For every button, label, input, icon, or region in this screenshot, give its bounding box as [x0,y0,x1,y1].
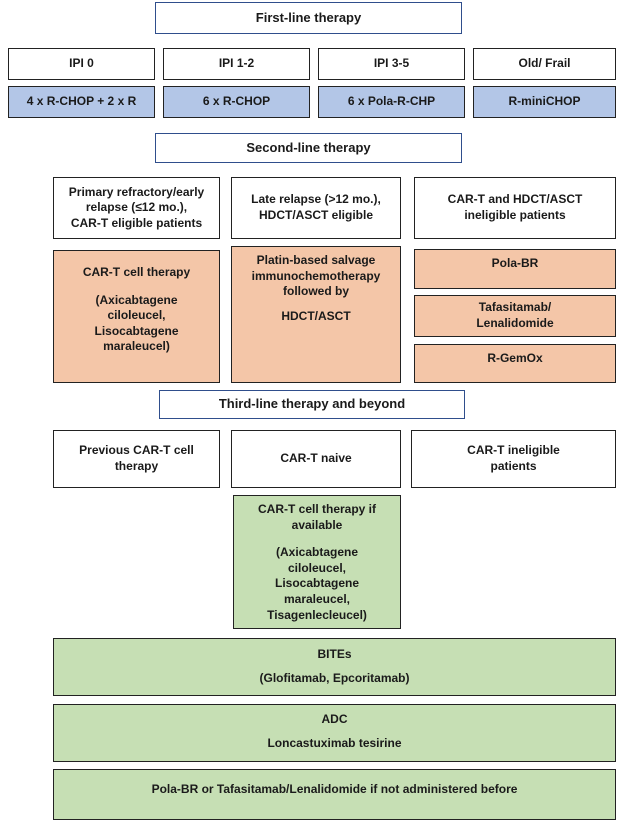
option-pola-br-label: Pola-BR [491,256,539,270]
bites-box: BITEs (Glofitamab, Epcoritamab) [53,638,616,696]
second-line-cart-drug-4: maraleucel) [103,339,170,354]
salvage-line-2: immunochemotherapy [251,268,381,283]
group-ipi-1-2: IPI 1-2 [163,48,310,80]
group-late-relapse: Late relapse (>12 mo.), HDCT/ASCT eligib… [231,177,401,239]
adc-box: ADC Loncastuximab tesirine [53,704,616,762]
second-line-header-label: Second-line therapy [246,139,371,155]
group-ipi-3-5: IPI 3-5 [318,48,465,80]
group-ineligible: CAR-T and HDCT/ASCT ineligible patients [414,177,616,239]
group-early-relapse-line-2: relapse (≤12 mo.), [85,200,188,215]
group-cart-ineligible: CAR-T ineligible patients [411,430,616,488]
third-line-cart-drug-5: Tisagenlecleucel) [267,607,367,622]
group-previous-cart-line-2: therapy [114,459,159,473]
final-option-box: Pola-BR or Tafasitamab/Lenalidomide if n… [53,769,616,820]
option-tafasitamab: Tafasitamab/ Lenalidomide [414,295,616,337]
bites-drugs: (Glofitamab, Epcoritamab) [259,670,410,685]
option-pola-br: Pola-BR [414,249,616,289]
second-line-cart-drug-2: ciloleucel, [107,308,166,323]
group-previous-cart-line-1: Previous CAR-T cell [79,443,194,458]
group-ipi-1-2-label: IPI 1-2 [218,56,255,71]
option-tafasitamab-line-1: Tafasitamab/ [478,300,552,315]
group-cart-ineligible-line-2: patients [490,459,537,473]
second-line-cart-box: CAR-T cell therapy (Axicabtagene ciloleu… [53,250,220,383]
group-cart-naive: CAR-T naive [231,430,401,488]
treatment-ipi-0-label: 4 x R-CHOP + 2 x R [26,94,137,109]
group-ineligible-line-1: CAR-T and HDCT/ASCT [447,192,583,207]
treatment-old-frail: R-miniCHOP [473,86,616,118]
option-tafasitamab-line-2: Lenalidomide [476,316,554,330]
treatment-ipi-3-5: 6 x Pola-R-CHP [318,86,465,118]
second-line-cart-drug-1: (Axicabtagene [95,292,178,307]
third-line-header: Third-line therapy and beyond [159,390,465,419]
option-r-gemox: R-GemOx [414,344,616,383]
group-late-relapse-line-2: HDCT/ASCT eligible [258,208,373,222]
group-ipi-0: IPI 0 [8,48,155,80]
group-old-frail: Old/ Frail [473,48,616,80]
group-old-frail-label: Old/ Frail [518,56,571,71]
first-line-header-label: First-line therapy [255,9,362,25]
group-late-relapse-line-1: Late relapse (>12 mo.), [251,192,381,207]
treatment-ipi-3-5-label: 6 x Pola-R-CHP [347,94,436,109]
third-line-header-label: Third-line therapy and beyond [218,396,406,412]
group-ineligible-line-2: ineligible patients [464,208,566,222]
third-line-cart-drug-4: maraleucel, [283,591,351,606]
group-cart-naive-label: CAR-T naive [280,451,352,466]
adc-title: ADC [321,712,348,726]
salvage-line-1: Platin-based salvage [256,253,376,267]
third-line-cart-drug-2: ciloleucel, [287,560,347,575]
third-line-cart-drug-3: Lisocabtagene [274,576,360,591]
bites-title: BITEs [317,647,352,661]
treatment-ipi-1-2: 6 x R-CHOP [163,86,310,118]
final-option-label: Pola-BR or Tafasitamab/Lenalidomide if n… [151,782,518,796]
group-early-relapse-line-1: Primary refractory/early [68,184,205,199]
third-line-cart-drug-1: (Axicabtagene [275,545,359,560]
third-line-cart-title-line-2: available [291,517,343,532]
group-previous-cart: Previous CAR-T cell therapy [53,430,220,488]
treatment-old-frail-label: R-miniCHOP [508,94,581,109]
treatment-ipi-0: 4 x R-CHOP + 2 x R [8,86,155,118]
second-line-header: Second-line therapy [155,133,462,163]
group-early-relapse: Primary refractory/early relapse (≤12 mo… [53,177,220,239]
adc-drugs: Loncastuximab tesirine [267,735,402,750]
group-ipi-3-5-label: IPI 3-5 [373,56,410,71]
third-line-cart-box: CAR-T cell therapy if available (Axicabt… [233,495,401,629]
option-r-gemox-label: R-GemOx [487,351,543,365]
second-line-cart-title: CAR-T cell therapy [82,265,191,279]
group-ipi-0-label: IPI 0 [69,56,94,71]
treatment-ipi-1-2-label: 6 x R-CHOP [202,94,271,109]
group-early-relapse-line-3: CAR-T eligible patients [70,215,203,230]
salvage-box: Platin-based salvage immunochemotherapy … [231,246,401,383]
group-cart-ineligible-line-1: CAR-T ineligible [467,443,560,458]
second-line-cart-drug-3: Lisocabtagene [94,323,179,338]
third-line-cart-title-line-1: CAR-T cell therapy if [257,502,377,516]
salvage-line-3: followed by [283,284,349,299]
first-line-header: First-line therapy [155,2,462,34]
salvage-hdct-asct: HDCT/ASCT [281,308,351,323]
